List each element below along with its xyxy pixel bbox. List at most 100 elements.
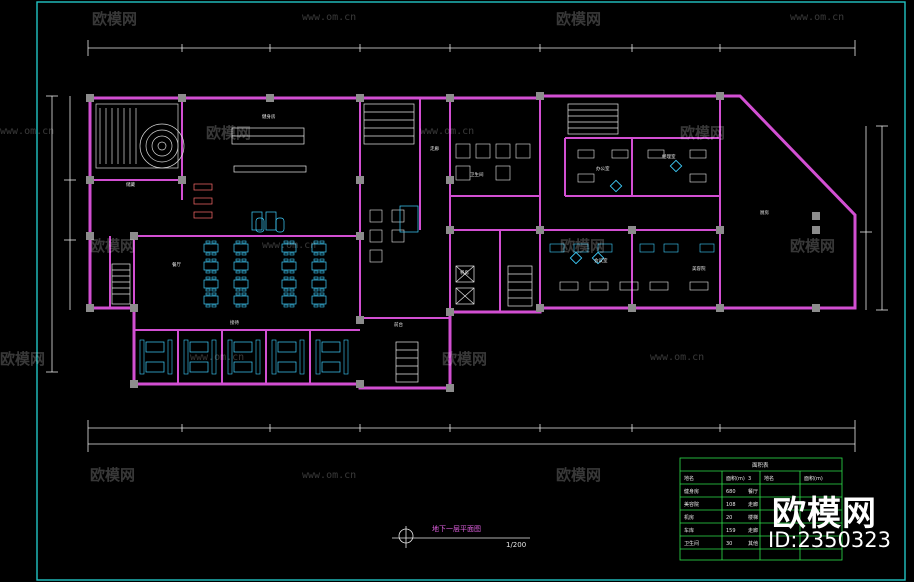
dining-table-groups bbox=[203, 240, 327, 308]
legend-cell: 卫生间 bbox=[684, 540, 699, 547]
room-label: 卫生间 bbox=[470, 171, 484, 178]
booth-seat bbox=[299, 339, 305, 375]
dining-table bbox=[311, 243, 327, 253]
planter bbox=[669, 159, 683, 173]
workstation bbox=[639, 243, 655, 253]
drawing-frame bbox=[36, 1, 906, 581]
chair bbox=[289, 252, 295, 256]
watermark-url: www.om.cn bbox=[302, 12, 357, 23]
booth-seat bbox=[271, 339, 277, 375]
watermark-brand: 欧模网 bbox=[0, 350, 46, 368]
booth-seat bbox=[183, 339, 189, 375]
toilet-stall bbox=[369, 209, 383, 223]
legend-cell: 车库 bbox=[684, 527, 694, 534]
legend-cell: 30 bbox=[726, 541, 732, 547]
legend-cell: 机房 bbox=[684, 514, 694, 521]
chair bbox=[211, 276, 217, 280]
dining-table bbox=[281, 295, 297, 305]
brand-badge: 欧模网 ID:2350323 bbox=[764, 486, 914, 566]
plan-title: 地下一层平面图 bbox=[432, 524, 481, 533]
vanity bbox=[399, 205, 419, 233]
chair bbox=[241, 304, 247, 308]
legend-cell: 走廊 bbox=[748, 527, 758, 534]
chair bbox=[241, 292, 247, 296]
room-labels: 健身房储藏走廊办公室经理室卫生间机房餐厅接待前台厨房会议室美容院 bbox=[126, 113, 769, 328]
room-label: 接待 bbox=[230, 319, 239, 326]
interior-walls bbox=[90, 96, 721, 384]
chair bbox=[319, 304, 325, 308]
chair bbox=[283, 304, 289, 308]
chair bbox=[205, 276, 211, 280]
desk bbox=[619, 281, 639, 291]
chair bbox=[211, 292, 217, 296]
booth-seat bbox=[227, 339, 233, 375]
room-label: 前台 bbox=[394, 321, 403, 328]
chair bbox=[235, 292, 241, 296]
toilet-stall bbox=[369, 229, 383, 243]
chair bbox=[313, 270, 319, 274]
chair bbox=[211, 240, 217, 244]
room-label: 机房 bbox=[460, 269, 469, 276]
chair bbox=[289, 240, 295, 244]
dining-table bbox=[203, 243, 219, 253]
plan-scale: 1/200 bbox=[506, 541, 526, 549]
workstation bbox=[573, 243, 589, 253]
chair bbox=[235, 288, 241, 292]
room-label: 储藏 bbox=[126, 181, 135, 188]
watermark-url: www.om.cn bbox=[262, 240, 317, 251]
toilet-stall bbox=[391, 209, 405, 223]
chair bbox=[283, 276, 289, 280]
toilet-stall bbox=[369, 249, 383, 263]
legend-cell: 3 bbox=[748, 476, 751, 482]
booth-table bbox=[233, 361, 253, 373]
booth-table bbox=[189, 341, 209, 353]
reception-counter bbox=[193, 127, 307, 231]
watermark-brand: 欧模网 bbox=[556, 10, 602, 28]
chair bbox=[283, 252, 289, 256]
dining-table bbox=[311, 279, 327, 289]
chair bbox=[211, 304, 217, 308]
chair bbox=[289, 304, 295, 308]
booth-seat bbox=[255, 339, 261, 375]
chair bbox=[283, 270, 289, 274]
chair bbox=[319, 288, 325, 292]
legend-cell: 餐厅 bbox=[748, 488, 758, 495]
chair bbox=[319, 240, 325, 244]
booth-table bbox=[277, 341, 297, 353]
elevators bbox=[455, 265, 475, 305]
dining-table bbox=[203, 279, 219, 289]
chair bbox=[241, 270, 247, 274]
chair bbox=[283, 258, 289, 262]
planter bbox=[569, 251, 583, 265]
booth-seat bbox=[167, 339, 173, 375]
building-walls bbox=[88, 94, 857, 390]
room-label: 会议室 bbox=[594, 257, 608, 264]
chair bbox=[319, 252, 325, 256]
desk bbox=[559, 281, 579, 291]
chair bbox=[289, 258, 295, 262]
watermark-brand: 欧模网 bbox=[90, 466, 136, 484]
room-label: 办公室 bbox=[596, 165, 610, 172]
legend-cell: 159 bbox=[726, 528, 736, 534]
room-label: 健身房 bbox=[262, 113, 276, 120]
stage-platform bbox=[95, 103, 185, 169]
chair bbox=[241, 276, 247, 280]
dining-table bbox=[281, 261, 297, 271]
watermark-brand: 欧模网 bbox=[442, 350, 488, 368]
chair bbox=[235, 258, 241, 262]
toilet-stall bbox=[515, 143, 531, 159]
booth-table bbox=[321, 361, 341, 373]
dining-table bbox=[233, 243, 249, 253]
office-furniture bbox=[255, 149, 715, 291]
watermark-url: www.om.cn bbox=[420, 126, 475, 137]
toilet-stall bbox=[475, 143, 491, 159]
workstation bbox=[699, 243, 715, 253]
booth-seat bbox=[315, 339, 321, 375]
chair bbox=[205, 270, 211, 274]
planter bbox=[591, 251, 605, 265]
chair bbox=[289, 292, 295, 296]
chair bbox=[211, 270, 217, 274]
watermark-brand: 欧模网 bbox=[560, 237, 606, 255]
area-legend-table bbox=[679, 457, 843, 561]
desk bbox=[577, 149, 595, 159]
